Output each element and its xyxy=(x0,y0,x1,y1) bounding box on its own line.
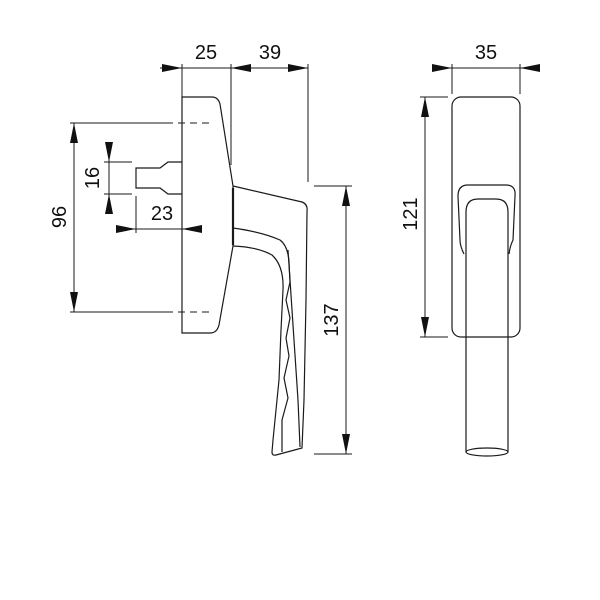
dimension-121: 121 xyxy=(400,96,448,338)
rose-plate-side xyxy=(181,96,234,334)
dim-label-23: 23 xyxy=(151,203,173,225)
dim-label-35: 35 xyxy=(475,42,497,64)
dim-label-137: 137 xyxy=(321,303,343,336)
dim-label-121: 121 xyxy=(400,197,422,230)
dimension-25-39: 25 39 xyxy=(160,42,309,182)
handle-shaft-front xyxy=(465,300,509,452)
spindle xyxy=(135,161,182,195)
dim-label-25: 25 xyxy=(195,42,217,64)
front-view: 35 121 xyxy=(400,42,540,457)
dim-label-96: 96 xyxy=(49,206,71,228)
dimension-96: 96 xyxy=(49,123,78,312)
dimension-16: 16 xyxy=(82,142,132,214)
dim-label-39: 39 xyxy=(259,42,281,64)
dimension-35: 35 xyxy=(432,42,540,94)
dimension-23: 23 xyxy=(116,196,202,233)
dim-label-16: 16 xyxy=(82,167,104,189)
handle-neck-front xyxy=(457,184,516,255)
side-view: 25 39 96 16 xyxy=(49,42,352,456)
dimension-137: 137 xyxy=(314,185,352,455)
handle-side xyxy=(231,185,308,456)
rose-plate-front xyxy=(451,96,521,338)
